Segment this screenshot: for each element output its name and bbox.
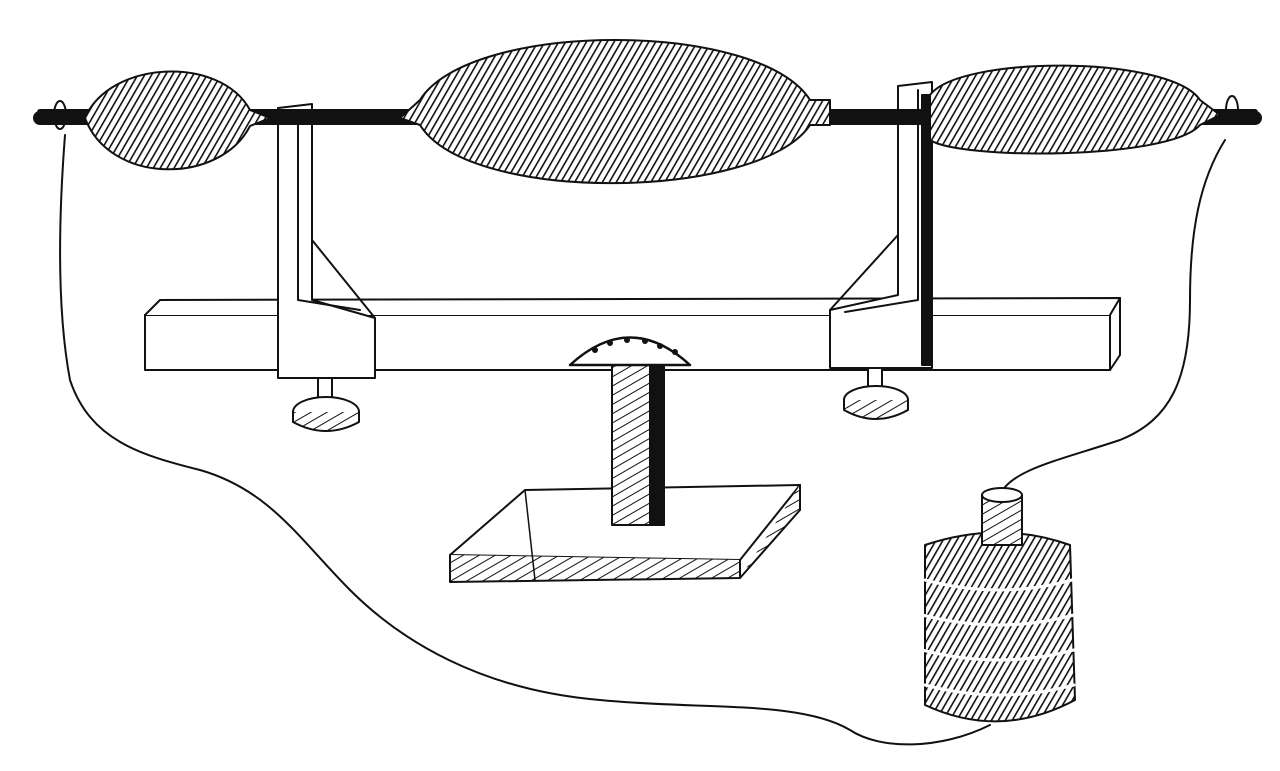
central-stand: [449, 336, 801, 583]
left-support: [277, 103, 376, 432]
left-wire: [59, 134, 991, 746]
center-bulb: [399, 39, 831, 185]
right-support: [829, 81, 933, 420]
glass-tube: [33, 39, 1262, 185]
right-bulb: [929, 64, 1221, 155]
left-bulb: [84, 70, 271, 171]
coil-jar: [920, 487, 1076, 723]
right-wire: [999, 139, 1226, 496]
